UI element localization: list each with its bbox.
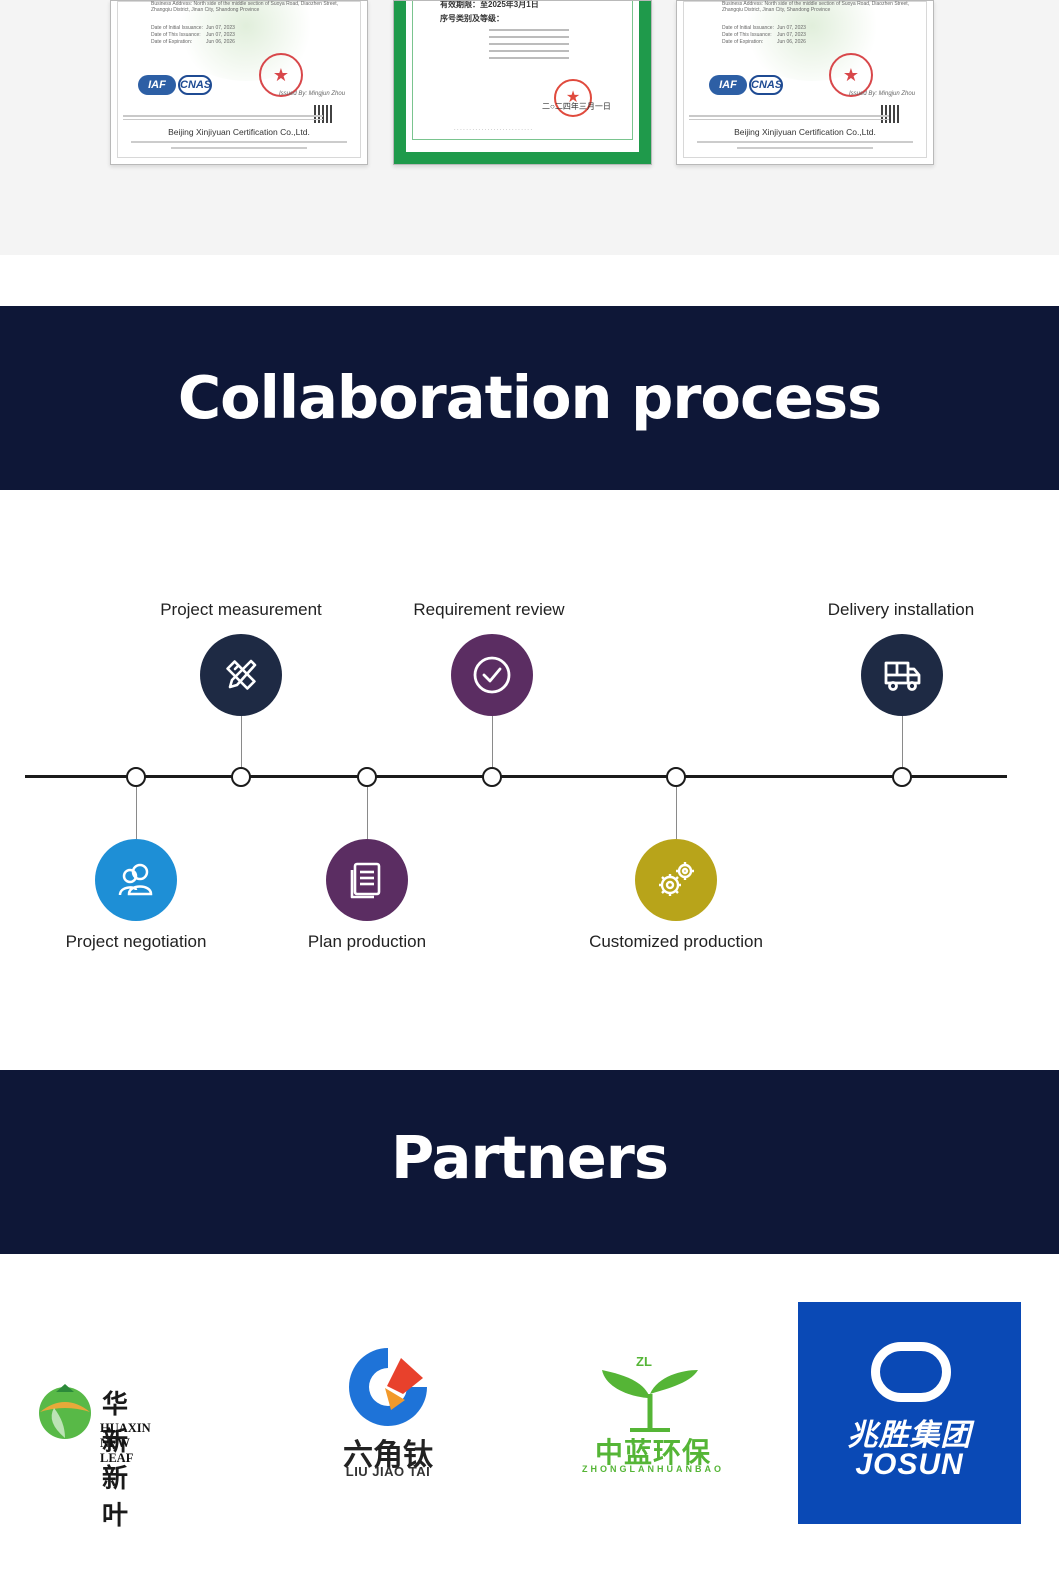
step-requirement-review bbox=[451, 634, 533, 716]
cert-address-2: Zhangqiu District, Jinan City, Shandong … bbox=[722, 7, 831, 13]
liujiaotai-zh-name: 六角钛 bbox=[343, 1439, 433, 1472]
cnas-badge-icon: CNAS bbox=[178, 75, 212, 95]
cert-signature: Issued By: Mingjun Zhou bbox=[279, 91, 346, 97]
zhonglan-en-name: ZHONGLANHUANBAO bbox=[582, 1464, 724, 1474]
cert-date-initial-label: Date of Initial Issuance: bbox=[722, 25, 774, 31]
cert-category: 序号类别及等级： bbox=[440, 14, 504, 23]
collaboration-title: Collaboration process bbox=[177, 363, 882, 432]
cert-date-initial-label: Date of Initial Issuance: bbox=[151, 25, 203, 31]
huaxin-leaf-logo bbox=[39, 1384, 91, 1439]
step-project-negotiation bbox=[95, 839, 177, 921]
zhonglan-zh-name: 中蓝环保 bbox=[594, 1437, 711, 1468]
timeline-node bbox=[666, 767, 686, 787]
cert-address-2: Zhangqiu District, Jinan City, Shandong … bbox=[151, 7, 260, 13]
step-label-delivery-installation: Delivery installation bbox=[827, 600, 975, 619]
cert-date-this-value: Jun 07, 2023 bbox=[777, 32, 806, 38]
red-stamp-icon: ★ bbox=[554, 79, 592, 117]
ruler-pencil-icon bbox=[226, 659, 257, 690]
zhonglan-mark-text: ZL bbox=[636, 1354, 652, 1369]
collaboration-header: Collaboration process bbox=[0, 306, 1059, 490]
cnas-badge-icon: CNAS bbox=[749, 75, 783, 95]
document-icon bbox=[350, 862, 381, 899]
check-circle-icon bbox=[473, 656, 511, 694]
step-customized-production bbox=[635, 839, 717, 921]
cert-issuer: Beijing Xinjiyuan Certification Co.,Ltd. bbox=[168, 127, 310, 137]
cert-date-initial-value: Jun 07, 2023 bbox=[777, 25, 806, 31]
step-label-project-negotiation: Project negotiation bbox=[65, 932, 207, 951]
step-label-project-measurement: Project measurement bbox=[160, 600, 322, 619]
step-project-measurement bbox=[200, 634, 282, 716]
huaxin-zh-name: 华新新叶 bbox=[102, 1390, 129, 1531]
cert-signature: Issued By: Mingjun Zhou bbox=[849, 91, 916, 97]
timeline-node bbox=[482, 767, 502, 787]
step-label-customized-production: Customized production bbox=[589, 932, 763, 951]
cert-date-this-value: Jun 07, 2023 bbox=[206, 32, 235, 38]
seal-icon: ★ bbox=[259, 53, 303, 97]
josun-logo bbox=[871, 1342, 951, 1402]
cert-issuer: Beijing Xinjiyuan Certification Co.,Ltd. bbox=[734, 127, 876, 137]
truck-icon bbox=[884, 661, 921, 691]
timeline-axis bbox=[25, 775, 1007, 778]
josun-en-name: JOSUN bbox=[855, 1448, 964, 1481]
certificate-middle: 有效期限：至2025年3月1日 序号类别及等级： ★ 二○二四年三月一日 · ·… bbox=[393, 0, 652, 165]
step-delivery-installation bbox=[861, 634, 943, 716]
certificates-section: Business Address: North side of the midd… bbox=[0, 0, 1059, 255]
certificate-left: Business Address: North side of the midd… bbox=[110, 0, 368, 165]
liujiaotai-en-name: LIU JIAO TAI bbox=[345, 1464, 431, 1479]
partner-josun: 兆胜集团 JOSUN bbox=[798, 1302, 1021, 1524]
timeline-node bbox=[892, 767, 912, 787]
partners-title: Partners bbox=[390, 1123, 669, 1192]
timeline-node bbox=[126, 767, 146, 787]
cert-cn-date: 二○二四年三月一日 bbox=[542, 102, 611, 111]
huaxin-en-name: HUAXIN NEW LEAF bbox=[100, 1421, 151, 1465]
seal-icon: ★ bbox=[829, 53, 873, 97]
step-plan-production bbox=[326, 839, 408, 921]
cert-date-initial-value: Jun 07, 2023 bbox=[206, 25, 235, 31]
cert-validity: 有效期限：至2025年3月1日 bbox=[440, 0, 539, 9]
users-icon bbox=[118, 863, 153, 896]
cert-date-exp-label: Date of Expiration: bbox=[151, 39, 193, 45]
cert-date-exp-label: Date of Expiration: bbox=[722, 39, 764, 45]
cert-date-this-label: Date of This Issuance: bbox=[151, 32, 201, 38]
certificate-right: Business Address: North side of the midd… bbox=[676, 0, 934, 165]
partner-logos: 华新新叶 HUAXIN NEW LEAF 六角钛 LIU JIAO TAI ZL… bbox=[0, 1254, 1059, 1570]
gears-icon bbox=[659, 862, 694, 896]
timeline-node bbox=[231, 767, 251, 787]
josun-zh-name: 兆胜集团 bbox=[847, 1419, 972, 1452]
cert-date-exp-value: Jun 06, 2026 bbox=[777, 39, 806, 45]
partners-header: Partners bbox=[0, 1070, 1059, 1254]
iaf-badge-icon: IAF bbox=[138, 75, 176, 95]
iaf-badge-icon: IAF bbox=[709, 75, 747, 95]
step-label-plan-production: Plan production bbox=[307, 932, 427, 951]
cert-date-this-label: Date of This Issuance: bbox=[722, 32, 772, 38]
zhonglan-sprout-logo: ZL bbox=[602, 1354, 698, 1432]
timeline-node bbox=[357, 767, 377, 787]
cert-address: Business Address: North side of the midd… bbox=[151, 1, 339, 7]
cert-address: Business Address: North side of the midd… bbox=[722, 1, 910, 7]
process-timeline: Project measurement Requirement review D… bbox=[0, 490, 1059, 1070]
liujiaotai-logo bbox=[349, 1348, 427, 1426]
step-label-requirement-review: Requirement review bbox=[413, 600, 565, 619]
cert-date-exp-value: Jun 06, 2026 bbox=[206, 39, 235, 45]
